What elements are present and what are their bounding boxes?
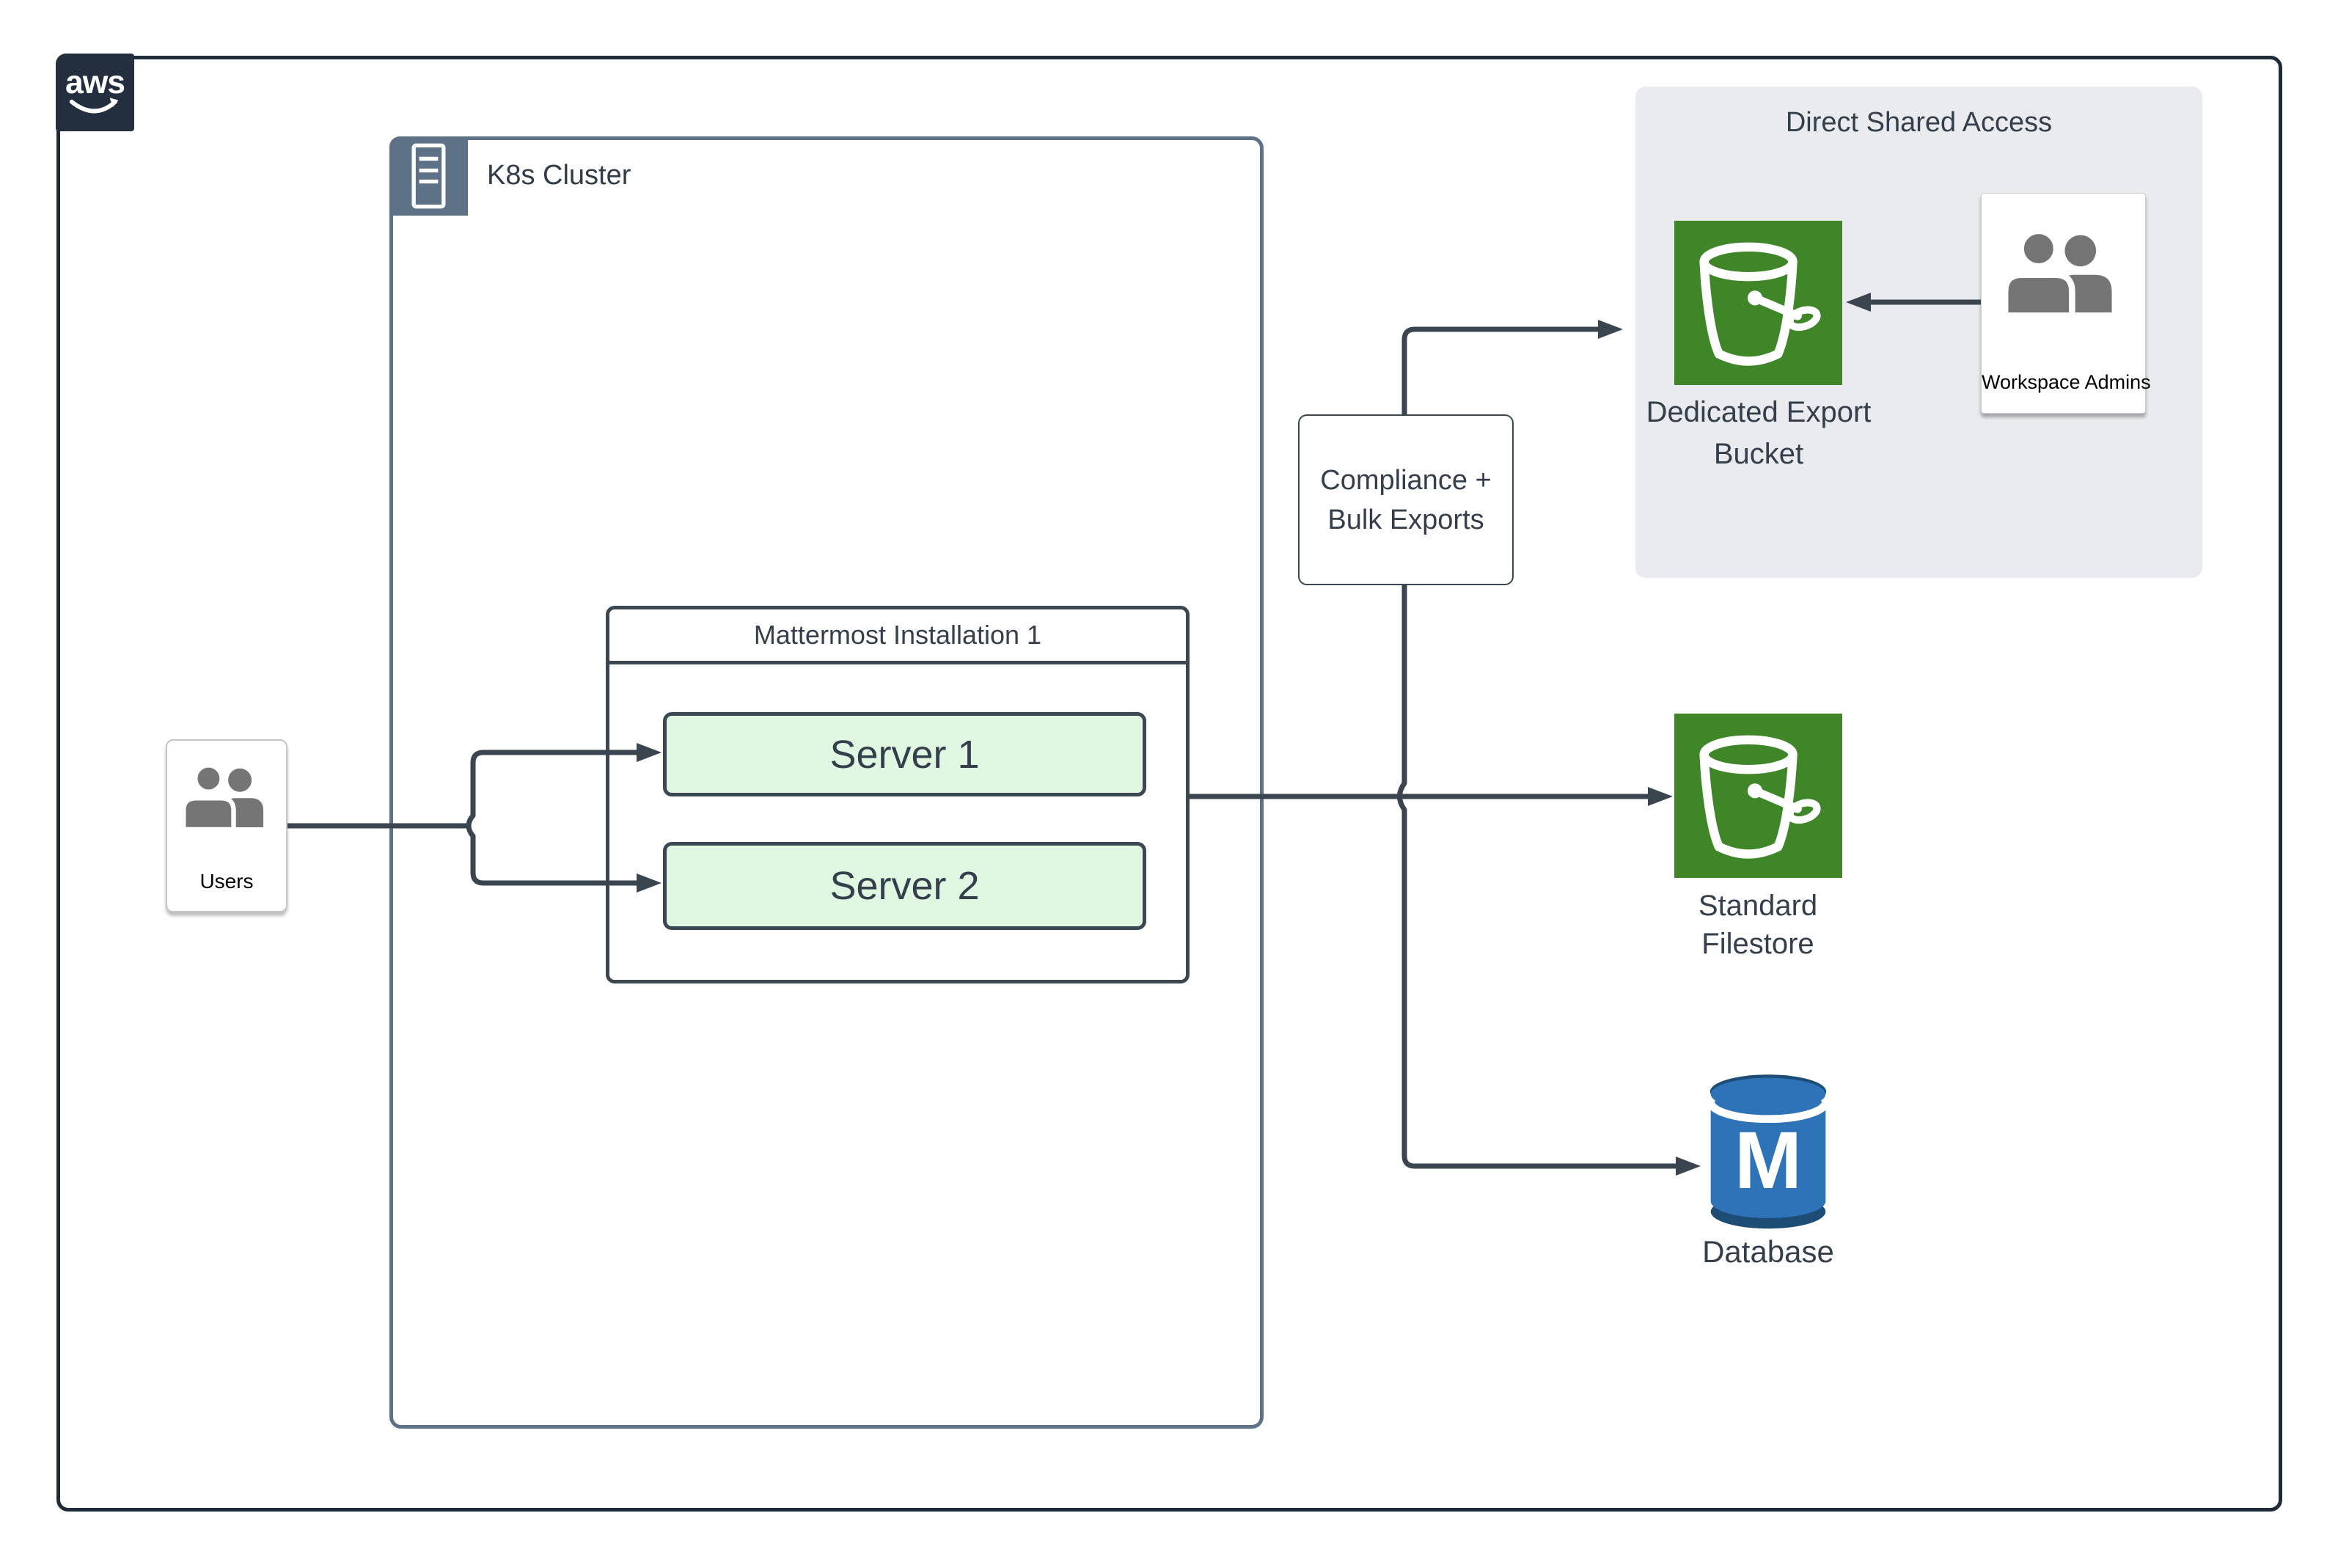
server1-label: Server 1 xyxy=(829,732,980,777)
database-label: Database xyxy=(1702,1234,1834,1269)
standard-filestore-label-line1: Standard xyxy=(1698,890,1818,922)
server-rack-icon xyxy=(411,143,446,209)
workspace-admins-label: Workspace Admins xyxy=(1982,371,2151,393)
aws-logo-icon: aws xyxy=(65,65,125,114)
server2-label: Server 2 xyxy=(829,864,980,908)
server1-node: Server 1 xyxy=(663,712,1146,796)
database-icon: M xyxy=(1703,1071,1833,1235)
k8s-cluster-container xyxy=(389,136,1264,1429)
compliance-label-line1: Compliance + xyxy=(1320,464,1492,496)
users-icon xyxy=(181,763,264,827)
s3-bucket-icon xyxy=(1674,221,1842,385)
s3-bucket-icon xyxy=(1674,714,1842,878)
dedicated-export-bucket-label: Dedicated Export Bucket xyxy=(1627,392,1891,475)
mattermost-installation-container: Mattermost Installation 1 Server 1 Serve… xyxy=(606,606,1190,983)
aws-logo-text: aws xyxy=(65,65,125,100)
diagram-outer-border xyxy=(56,56,2282,1512)
dedicated-export-bucket-label-line1: Dedicated Export xyxy=(1646,396,1872,428)
k8s-cluster-badge xyxy=(389,136,468,216)
database-letter: M xyxy=(1734,1115,1802,1206)
standard-filestore-label: Standard Filestore xyxy=(1648,887,1868,963)
workspace-admins-node: Workspace Admins xyxy=(1981,193,2151,414)
k8s-cluster-title: K8s Cluster xyxy=(487,159,631,191)
aws-logo-badge: aws xyxy=(56,54,134,131)
dedicated-export-bucket-label-line2: Bucket xyxy=(1713,438,1804,470)
compliance-label-line2: Bulk Exports xyxy=(1327,504,1484,535)
users-node: Users xyxy=(166,739,287,912)
compliance-bulk-exports-node: Compliance + Bulk Exports xyxy=(1298,414,1514,585)
mattermost-installation-title: Mattermost Installation 1 xyxy=(609,609,1186,664)
users-label: Users xyxy=(199,870,254,893)
workspace-admins-icon xyxy=(2001,229,2112,312)
standard-filestore-label-line2: Filestore xyxy=(1701,928,1814,960)
direct-shared-access-title: Direct Shared Access xyxy=(1785,107,2053,138)
server2-node: Server 2 xyxy=(663,842,1146,930)
